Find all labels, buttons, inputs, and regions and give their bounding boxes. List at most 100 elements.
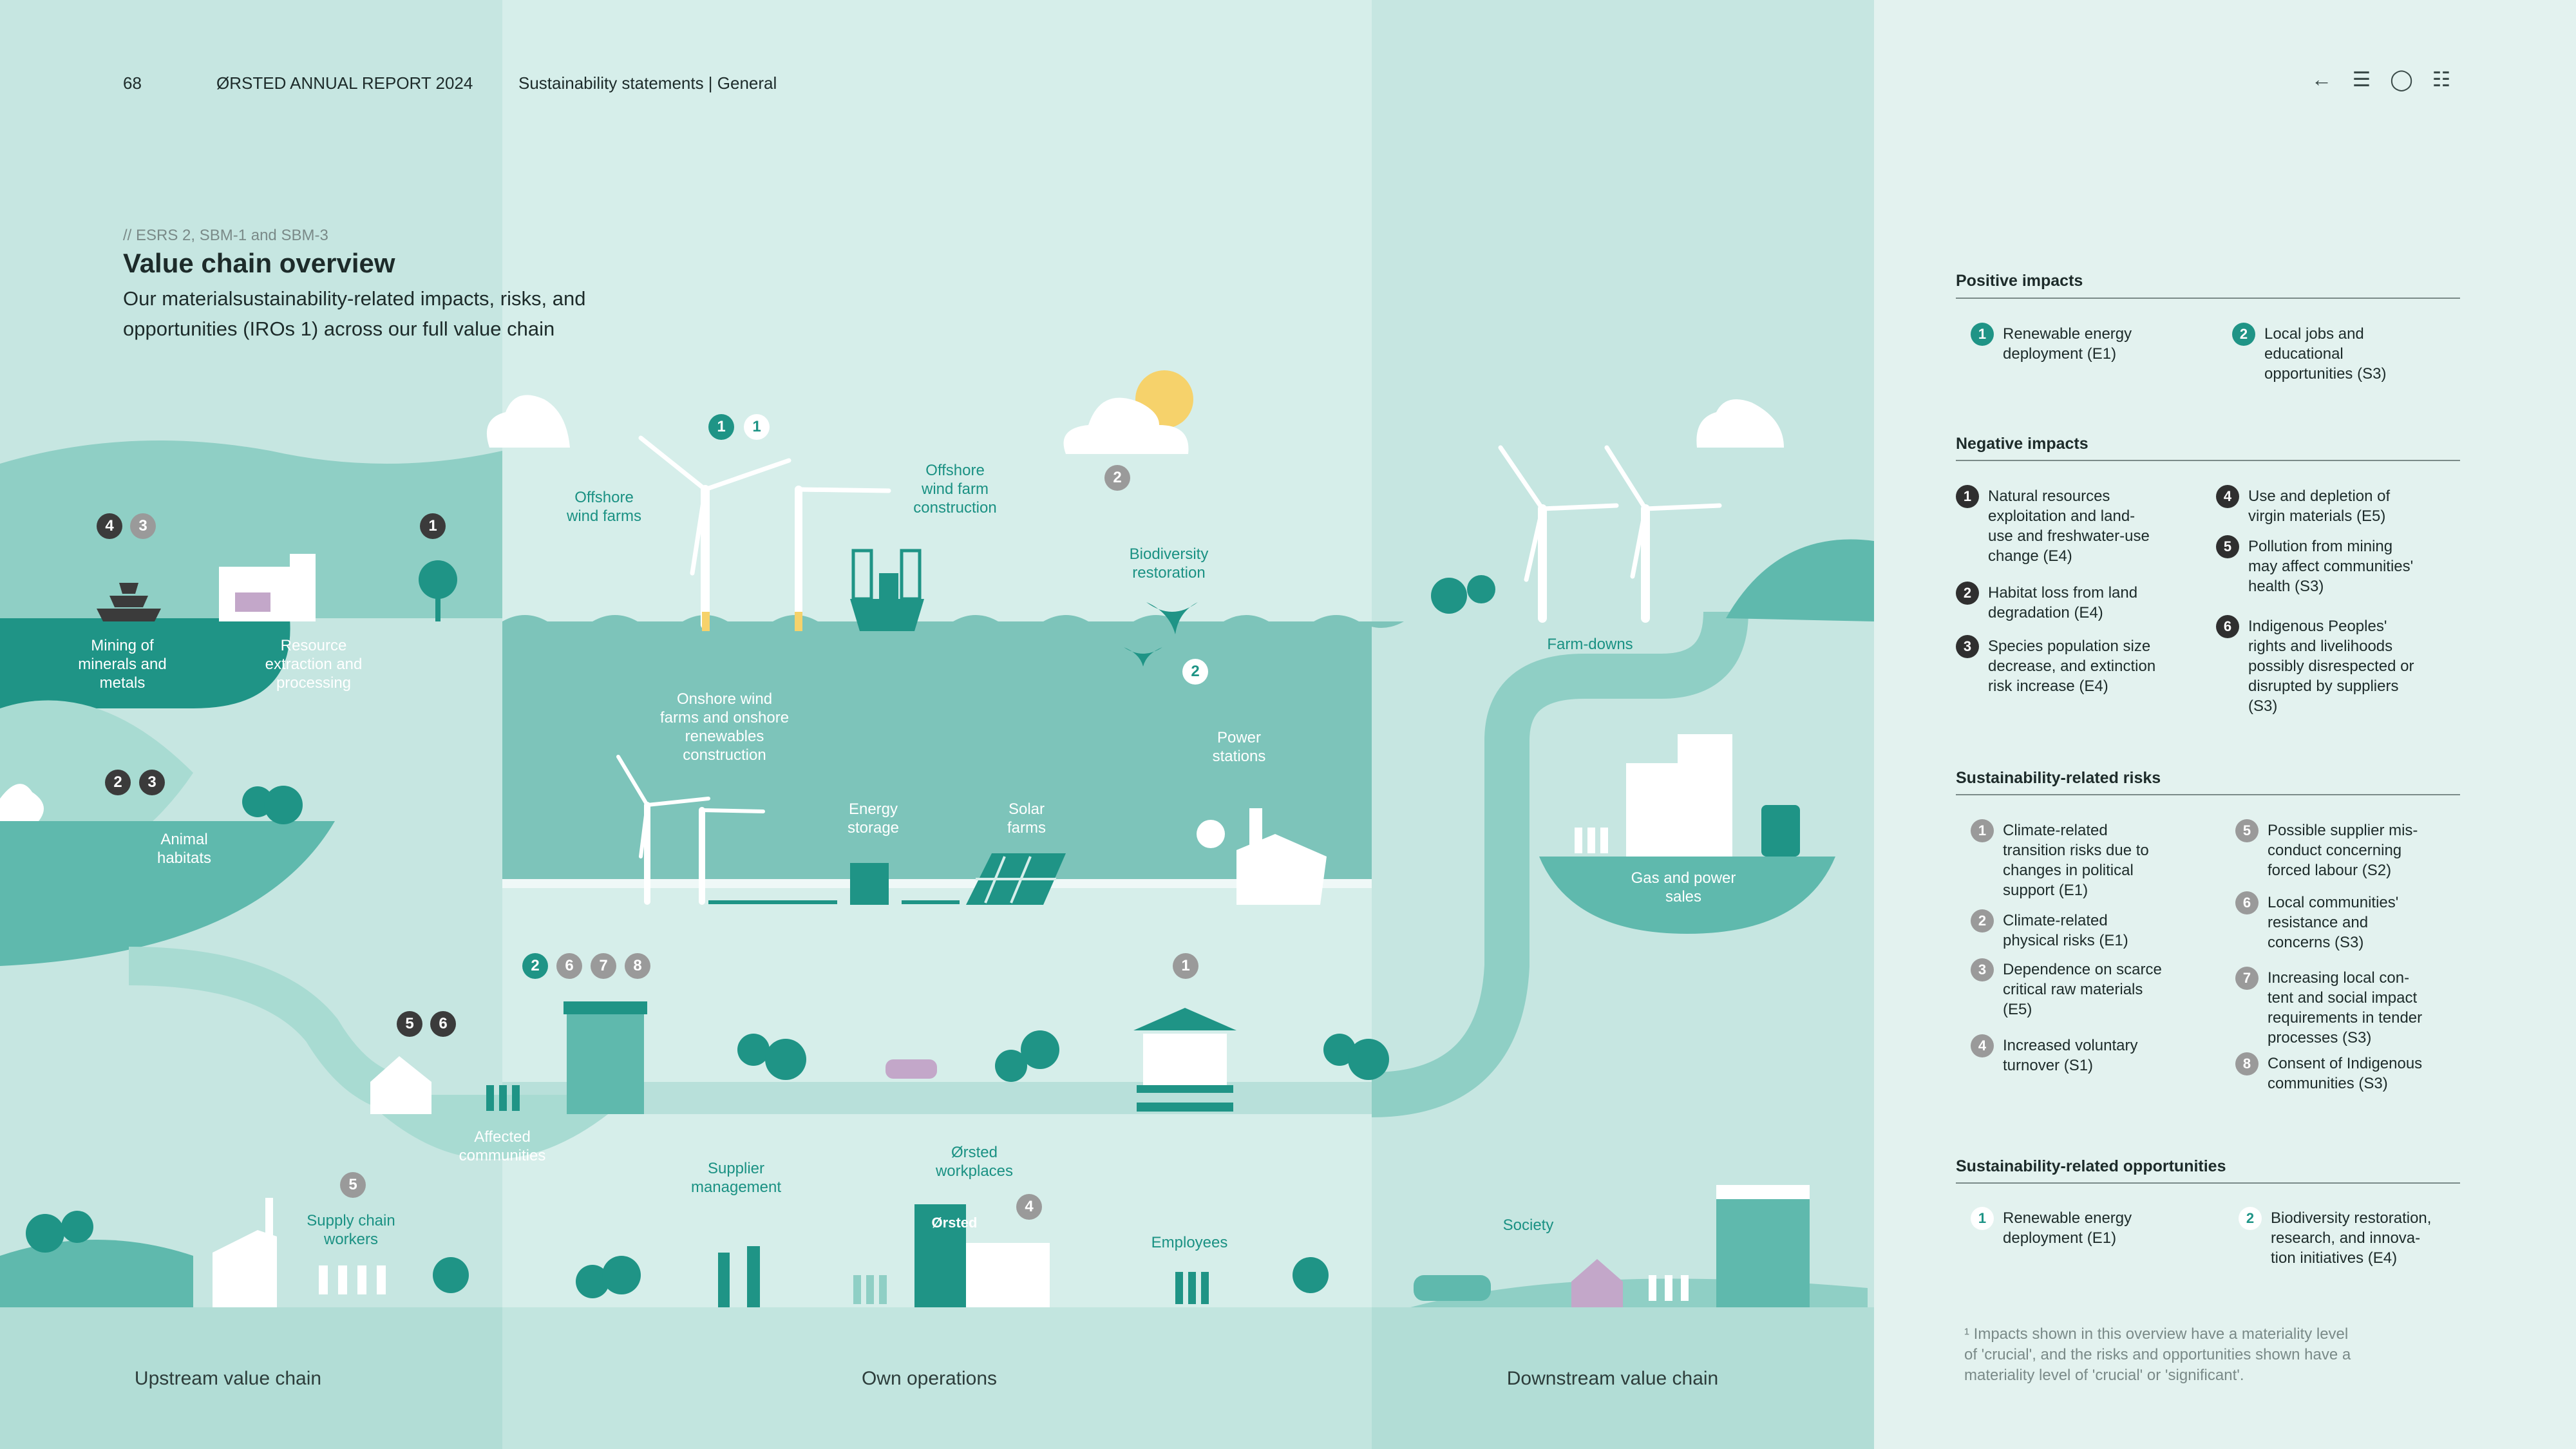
- badge-supply-chain-risk: 5: [340, 1172, 366, 1198]
- label-offshore-construction: Offshore wind farm construction: [913, 462, 997, 516]
- bank-building: [1133, 1008, 1236, 1112]
- label-supply-chain-workers: Supply chain workers: [307, 1212, 395, 1248]
- label-solar-farms: Solar farms: [1007, 800, 1046, 837]
- page-title: Value chain overview: [123, 248, 395, 278]
- people-groups: [319, 828, 1689, 1301]
- car: [886, 1059, 937, 1079]
- energy-storage-unit: [850, 863, 889, 905]
- legend-negative-title: Negative impacts: [1956, 435, 2088, 453]
- orsted-workplace: [914, 1204, 1050, 1307]
- label-animal-habitats: Animal habitats: [156, 831, 212, 867]
- label-mining: Mining of minerals and metals: [78, 637, 167, 692]
- badge-bank-risk: 1: [1173, 953, 1198, 979]
- badge-workplace-risk: 4: [1016, 1194, 1042, 1220]
- people-groups-teal: [486, 1085, 1209, 1307]
- esrs-reference: // ESRS 2, SBM-1 and SBM-3: [123, 227, 328, 244]
- city-buildings: [1626, 734, 1800, 857]
- page-number: 68: [123, 73, 142, 93]
- footnote: ¹ Impacts shown in this overview have a …: [1964, 1325, 2351, 1384]
- badge-whale-opportunity: 2: [1182, 659, 1208, 685]
- own-band: [502, 1307, 1372, 1449]
- label-farm-downs: Farm-downs: [1547, 636, 1633, 653]
- label-offshore-wind-farms: Offshore wind farms: [566, 489, 642, 525]
- mining-ground: [0, 618, 290, 708]
- label-gas-power-sales: Gas and power sales: [1631, 869, 1736, 905]
- downstream-hill: [1726, 539, 1874, 621]
- label-biodiversity-restoration: Biodiversity restoration: [1129, 545, 1209, 582]
- badge-animal-negative-3: 3: [139, 770, 165, 795]
- upstream-band: [0, 1307, 502, 1449]
- legend-positive-title: Positive impacts: [1956, 272, 2083, 290]
- legend-divider: [1956, 1182, 2460, 1184]
- shore-line: [502, 879, 1372, 888]
- metal-ingots: [97, 583, 161, 621]
- downstream-path: [1371, 611, 1748, 1117]
- badge-community-negative-6: 6: [430, 1011, 456, 1037]
- search-icon[interactable]: ◯: [2390, 68, 2413, 91]
- label-affected-communities: Affected communities: [459, 1128, 546, 1164]
- zone-downstream: Downstream value chain: [1506, 1368, 1719, 1389]
- chart-icon[interactable]: ☷: [2432, 68, 2451, 91]
- downstream-buildings: [1414, 1185, 1810, 1307]
- label-resource-extraction: Resource extraction and processing: [265, 637, 363, 692]
- badge-mining-risk: 3: [130, 513, 156, 539]
- legend-divider: [1956, 794, 2460, 795]
- badge-offshore-positive: 1: [708, 414, 734, 440]
- legend-panel: [1874, 0, 2576, 1449]
- legend-divider: [1956, 298, 2460, 299]
- badge-offshore-opportunity: 1: [744, 414, 770, 440]
- upstream-ground-hill: [0, 1240, 193, 1307]
- badge-animal-negative-2: 2: [105, 770, 131, 795]
- badge-onshore-risk-6: 6: [556, 953, 582, 979]
- trees: [26, 560, 1495, 1298]
- zone-upstream: Upstream value chain: [134, 1368, 322, 1389]
- badge-community-negative-5: 5: [397, 1011, 422, 1037]
- downstream-band: [1372, 1307, 1874, 1449]
- back-arrow-icon[interactable]: ←: [2311, 68, 2332, 91]
- turbines: [616, 435, 1722, 905]
- badge-resource-negative: 1: [420, 513, 446, 539]
- label-orsted-workplaces: Ørsted workplaces: [935, 1144, 1014, 1180]
- label-power-stations: Power stations: [1212, 729, 1266, 765]
- section-title: Sustainability statements | General: [518, 73, 777, 93]
- clouds: [0, 395, 1784, 821]
- construction-vessel: [850, 549, 924, 631]
- upstream-hill: [0, 440, 502, 618]
- label-employees: Employees: [1151, 1234, 1228, 1251]
- power-station: [1236, 834, 1327, 905]
- label-society: Society: [1502, 1217, 1554, 1234]
- label-energy-storage: Energy storage: [847, 800, 900, 837]
- resource-plant: [219, 554, 316, 621]
- legend-divider: [1956, 460, 2460, 461]
- badge-onshore-positive-2: 2: [522, 953, 548, 979]
- badge-mining-negative: 4: [97, 513, 122, 539]
- menu-icon[interactable]: ☰: [2352, 68, 2371, 91]
- legend-opportunities-title: Sustainability-related opportunities: [1956, 1157, 2226, 1175]
- supply-chain-factory: [213, 1198, 277, 1307]
- orsted-sign: Ørsted: [931, 1215, 978, 1231]
- animal-habitat-bowl: [0, 821, 335, 966]
- label-onshore-wind: Onshore wind farms and onshore renewable…: [659, 690, 790, 764]
- whale-tail-small: [1124, 647, 1162, 667]
- legend-risks-title: Sustainability-related risks: [1956, 769, 2161, 787]
- zone-own-operations: Own operations: [861, 1368, 998, 1389]
